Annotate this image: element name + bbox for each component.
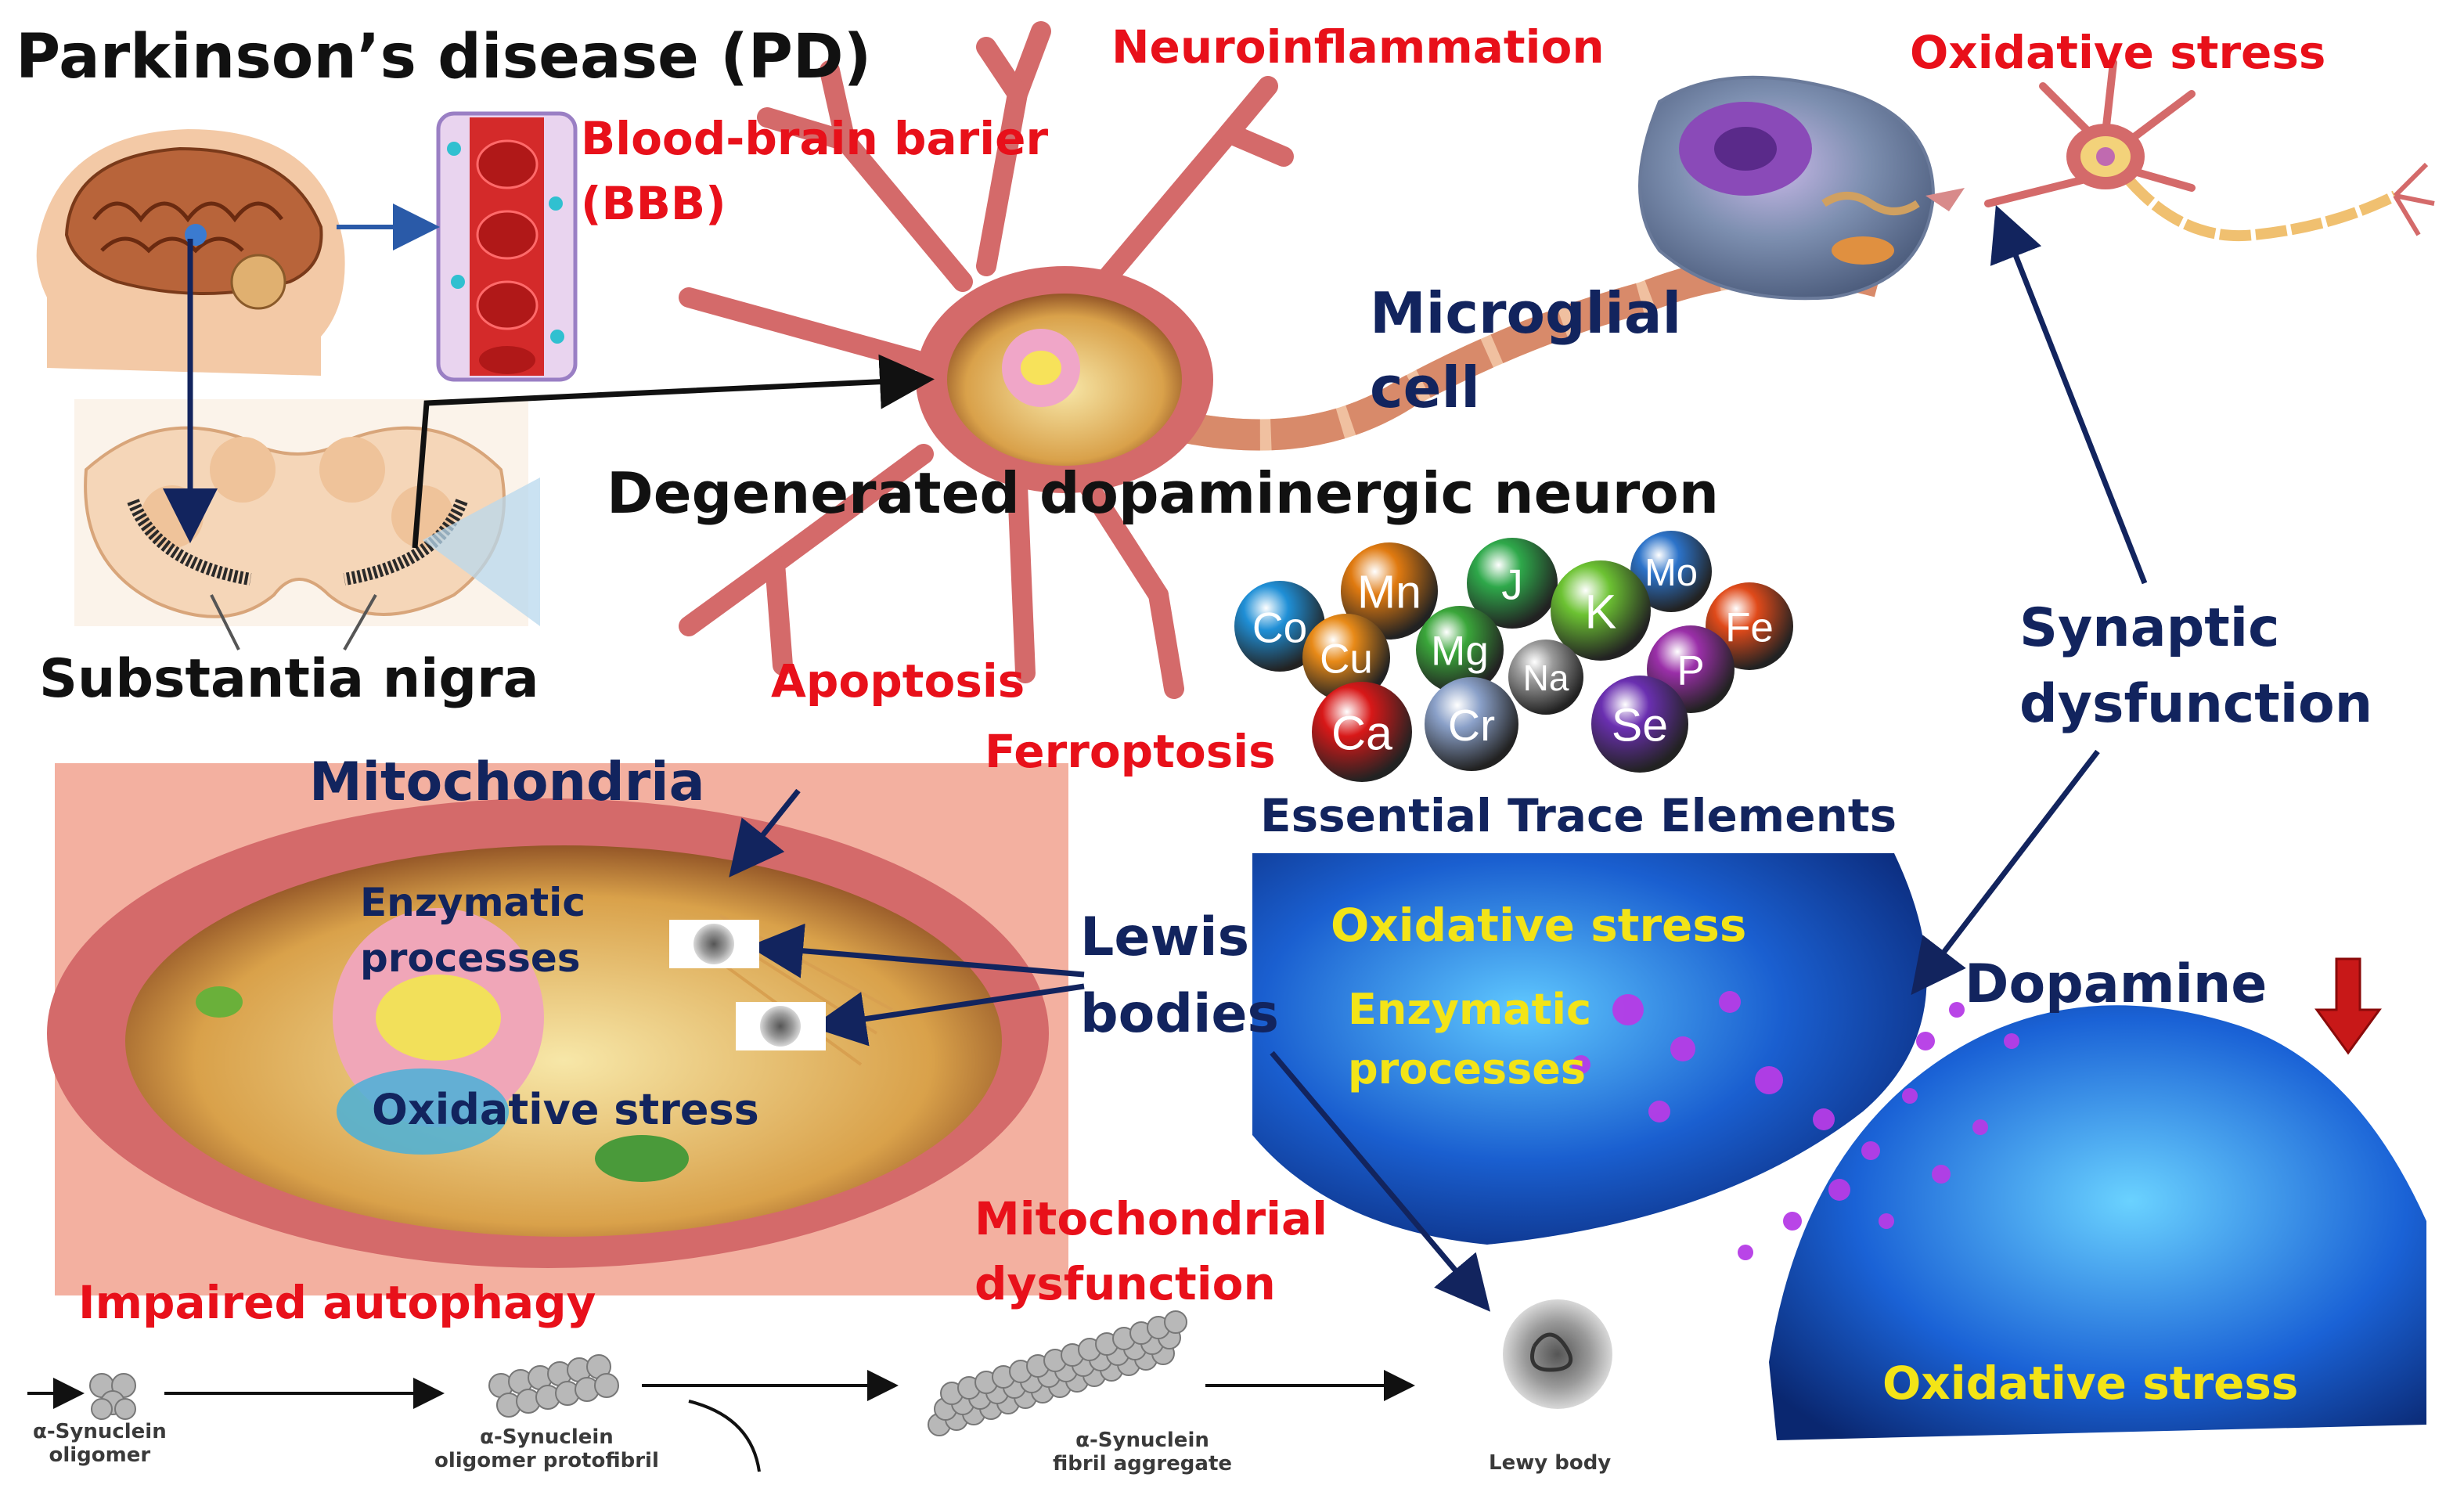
- label-enzymatic-cell-line1: Enzymatic: [360, 880, 585, 925]
- element-symbol-na: Na: [1523, 658, 1569, 698]
- fibril-bead: [1164, 1310, 1187, 1334]
- microglial-cell-illustration: [1638, 75, 1965, 301]
- element-symbol-cr: Cr: [1448, 701, 1495, 751]
- diagram-title: Parkinson’s disease (PD): [16, 22, 872, 92]
- label-mitochondrial-dysfunction-line1: Mitochondrial: [974, 1192, 1328, 1245]
- midbrain-section-illustration: [74, 399, 540, 626]
- label-impaired-autophagy: Impaired autophagy: [78, 1276, 596, 1329]
- label-mitochondria: Mitochondria: [309, 751, 705, 813]
- label-mitochondrial-dysfunction-line2: dysfunction: [974, 1257, 1276, 1310]
- pathway-step3-line2: fibril aggregate: [1053, 1451, 1233, 1476]
- label-enzymatic-cell-line2: processes: [360, 935, 581, 981]
- label-oxidative-stress-top: Oxidative stress: [1910, 26, 2326, 79]
- lewy-body-thumbnail-1: [669, 920, 759, 968]
- element-ball-ca: [1312, 682, 1412, 782]
- element-symbol-j: J: [1501, 560, 1523, 608]
- blood-vessel-illustration: [436, 111, 578, 382]
- pathway-step-oligomer: α-Synuclein oligomer: [33, 1420, 167, 1468]
- label-microglial-line1: Microglial: [1370, 280, 1682, 346]
- pathway-step1-line1: α-Synuclein: [33, 1420, 167, 1443]
- element-symbol-se: Se: [1612, 700, 1668, 751]
- synuclein-pathway-illustration: [27, 1299, 1612, 1472]
- element-ball-mn: [1341, 542, 1438, 640]
- element-ball-cr: [1425, 677, 1518, 771]
- element-symbol-mg: Mg: [1431, 629, 1489, 675]
- element-ball-co: [1234, 581, 1325, 672]
- element-symbol-p: P: [1677, 648, 1704, 694]
- label-enzymatic-synapse-line2: processes: [1348, 1044, 1587, 1094]
- element-symbol-mn: Mn: [1357, 567, 1421, 618]
- element-symbol-fe: Fe: [1725, 605, 1774, 651]
- element-ball-cu: [1302, 614, 1390, 701]
- element-ball-mg: [1416, 606, 1504, 694]
- label-enzymatic-synapse-line1: Enzymatic: [1348, 985, 1592, 1034]
- element-symbol-mo: Mo: [1644, 552, 1698, 594]
- label-apoptosis: Apoptosis: [771, 654, 1025, 708]
- label-oxidative-stress-cell: Oxidative stress: [372, 1085, 759, 1134]
- label-substantia-nigra: Substantia nigra: [39, 648, 539, 710]
- label-oxidative-stress-synapse-top: Oxidative stress: [1331, 899, 1747, 952]
- pathway-step-protofibril: α-Synuclein oligomer protofibril: [434, 1425, 659, 1473]
- label-bbb-line2: (BBB): [581, 177, 726, 230]
- label-degenerated-neuron: Degenerated dopaminergic neuron: [607, 460, 1719, 526]
- dopamine-down-arrow-icon: [2315, 957, 2382, 1055]
- label-dopamine: Dopamine: [1965, 953, 2268, 1015]
- label-neuroinflammation: Neuroinflammation: [1111, 20, 1605, 74]
- label-essential-trace-elements: Essential Trace Elements: [1260, 789, 1897, 842]
- pathway-step3-line1: α-Synuclein: [1075, 1429, 1209, 1452]
- label-microglial-line2: cell: [1370, 355, 1480, 420]
- synapse-illustration: [1252, 853, 2426, 1440]
- label-ferroptosis: Ferroptosis: [985, 725, 1276, 778]
- element-symbol-cu: Cu: [1320, 636, 1373, 683]
- label-oxidative-stress-synapse-bottom: Oxidative stress: [1882, 1357, 2299, 1410]
- element-ball-k: [1551, 560, 1651, 661]
- element-ball-se: [1591, 676, 1688, 773]
- degenerated-neuron-illustration: [679, 21, 1883, 699]
- pathway-step-lewy-body: Lewy body: [1489, 1451, 1612, 1475]
- label-lewis-line1: Lewis: [1080, 906, 1250, 968]
- small-neuron-illustration: [1984, 59, 2435, 242]
- label-bbb-line1: Blood-brain barier: [581, 112, 1049, 165]
- element-ball-j: [1467, 538, 1558, 629]
- pathway-step1-line2: oligomer: [49, 1443, 151, 1467]
- pathway-step-fibril: α-Synuclein fibril aggregate: [1053, 1429, 1232, 1476]
- cell-interior-illustration: [47, 763, 1068, 1295]
- element-symbol-ca: Ca: [1331, 706, 1392, 759]
- label-synaptic-line2: dysfunction: [2019, 673, 2373, 735]
- element-ball-mo: [1630, 531, 1712, 612]
- lewy-body-thumbnail-2: [736, 1002, 826, 1050]
- pathway-step2-line2: oligomer protofibril: [434, 1448, 659, 1472]
- element-symbol-k: K: [1585, 585, 1617, 638]
- label-synaptic-line1: Synaptic: [2019, 597, 2280, 659]
- pathway-step2-line1: α-Synuclein: [480, 1425, 614, 1449]
- element-symbol-co: Co: [1252, 603, 1307, 651]
- arrows-layer: [163, 204, 2148, 1312]
- label-lewis-line2: bodies: [1080, 983, 1279, 1045]
- element-ball-na: [1508, 640, 1583, 715]
